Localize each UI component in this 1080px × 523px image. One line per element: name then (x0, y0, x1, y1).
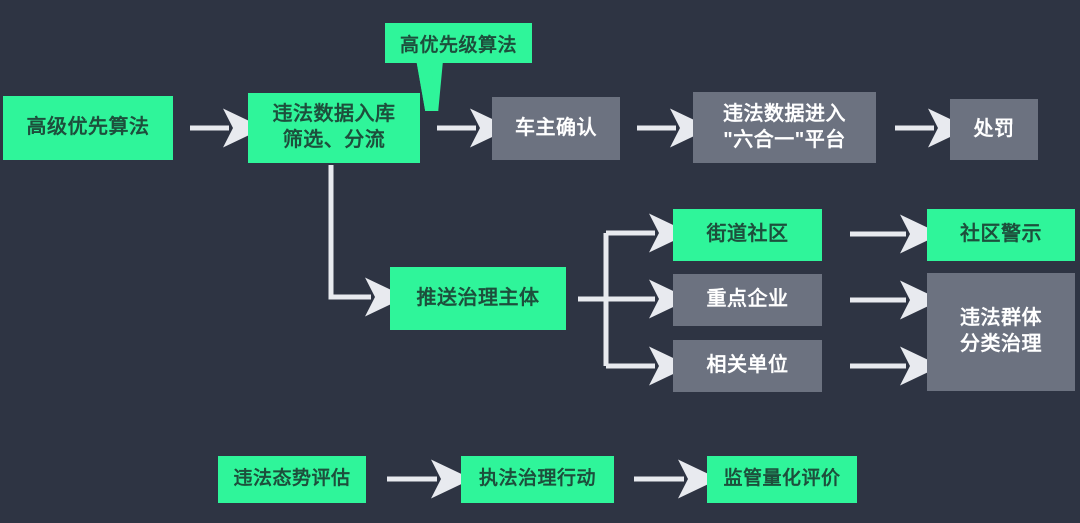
node-regulatory-quantitative-evaluation[interactable]: 监管量化评价 (707, 456, 857, 503)
node-violator-group-classification[interactable]: 违法群体 分类治理 (927, 273, 1075, 391)
callout-label: 高优先级算法 (399, 34, 517, 56)
elbow-intake-to-push (328, 165, 406, 317)
node-violation-data-intake[interactable]: 违法数据入库 筛选、分流 (248, 93, 420, 163)
callout-tail-icon (416, 63, 452, 111)
node-owner-confirmation[interactable]: 车主确认 (492, 97, 620, 160)
node-enforcement-action[interactable]: 执法治理行动 (461, 456, 614, 503)
node-six-in-one-platform[interactable]: 违法数据进入 "六合一"平台 (693, 92, 876, 163)
node-related-unit[interactable]: 相关单位 (673, 340, 822, 392)
node-advanced-priority-algorithm[interactable]: 高级优先算法 (3, 96, 173, 160)
node-street-community[interactable]: 街道社区 (673, 209, 822, 261)
node-key-enterprise[interactable]: 重点企业 (673, 274, 822, 326)
node-push-governance-entity[interactable]: 推送治理主体 (390, 267, 566, 330)
node-penalty[interactable]: 处罚 (950, 99, 1038, 160)
node-violation-situation-assessment[interactable]: 违法态势评估 (218, 456, 366, 503)
high-priority-algorithm-callout[interactable]: 高优先级算法 (385, 23, 532, 111)
node-community-warning[interactable]: 社区警示 (927, 209, 1075, 261)
